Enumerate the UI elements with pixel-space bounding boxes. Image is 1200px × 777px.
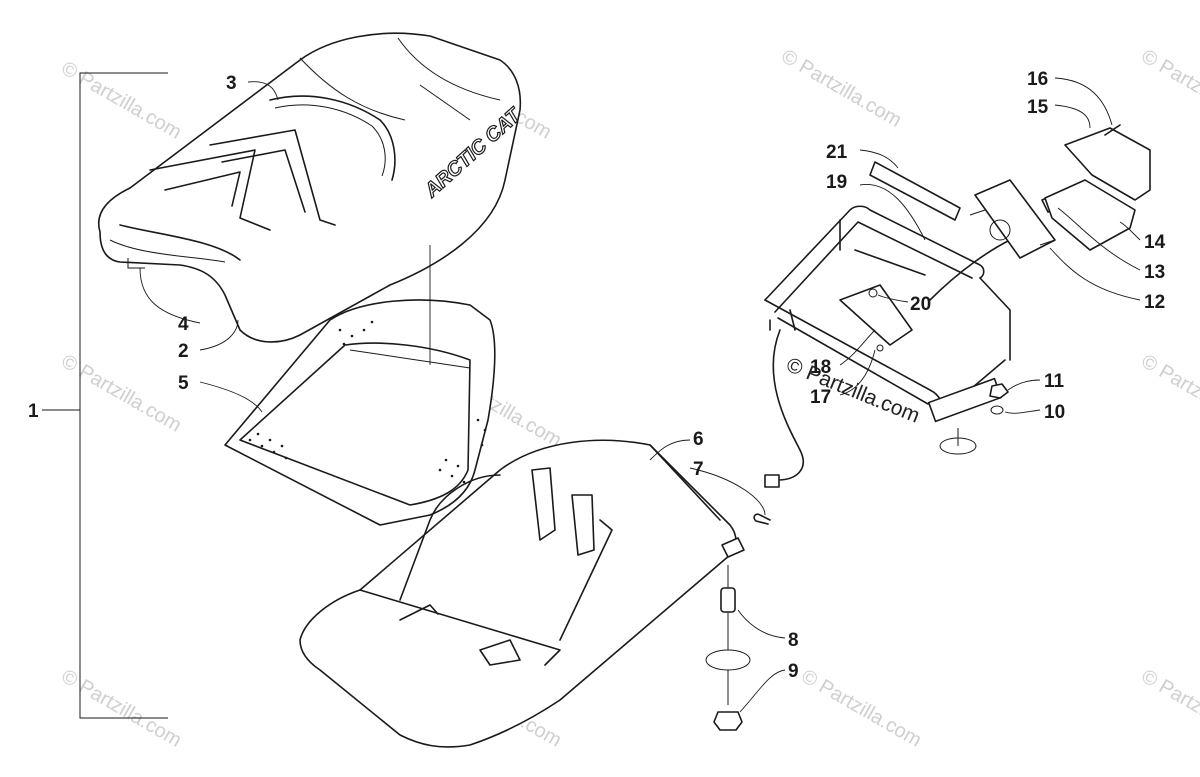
callout-13: 13 <box>1144 262 1165 283</box>
callout-1: 1 <box>28 401 39 422</box>
callout-12: 12 <box>1144 292 1165 313</box>
watermark: © Partzilla.com <box>798 665 926 751</box>
seat-foam <box>224 299 496 526</box>
watermark: © Partzilla.com <box>778 45 906 131</box>
watermark: © Partzilla.com <box>1138 45 1200 131</box>
callout-2: 2 <box>178 341 189 362</box>
nut-washer <box>939 383 1009 455</box>
taillight-cover <box>1064 127 1151 201</box>
callout-18: 18 <box>810 357 831 378</box>
callout-4: 4 <box>178 314 189 335</box>
decal <box>869 161 961 221</box>
bracket-plate <box>839 284 913 352</box>
watermark: © Partzilla.com <box>1138 665 1200 751</box>
callout-8: 8 <box>788 630 799 651</box>
lens <box>1044 179 1136 251</box>
taillight-housing <box>969 179 1056 259</box>
callout-14: 14 <box>1144 232 1166 253</box>
watermark: © Partzilla.com <box>58 350 186 436</box>
callout-16: 16 <box>1027 69 1048 90</box>
callout-labels: 1 2 3 4 5 6 7 8 9 10 11 12 13 14 15 16 1… <box>28 69 1166 682</box>
callout-10: 10 <box>1044 402 1065 423</box>
foam-dots <box>248 320 487 484</box>
watermark: © Partzilla.com <box>58 57 186 143</box>
rack-frame <box>764 205 1011 423</box>
callout-17: 17 <box>810 387 831 408</box>
callout-6: 6 <box>693 429 704 450</box>
seat-cover: ARCTIC CAT <box>98 32 527 343</box>
assembly-bracket <box>42 72 168 719</box>
callout-19: 19 <box>826 172 847 193</box>
screw <box>1104 124 1121 136</box>
callout-5: 5 <box>178 373 189 394</box>
callout-3: 3 <box>226 73 237 94</box>
seat-base <box>299 439 745 748</box>
callout-11: 11 <box>1044 371 1065 392</box>
watermark: © Partzilla.com <box>1138 350 1200 436</box>
washer <box>705 649 751 731</box>
watermark: © Partzilla.com <box>58 665 186 751</box>
leader-lines <box>139 77 1141 713</box>
strap <box>753 513 771 525</box>
callout-15: 15 <box>1027 97 1049 118</box>
callout-9: 9 <box>788 661 799 682</box>
wiring-harness <box>764 239 1011 488</box>
callout-7: 7 <box>693 459 704 480</box>
main-watermark: © Partzilla.com <box>783 353 923 427</box>
stud <box>720 565 736 650</box>
callout-21: 21 <box>826 142 848 163</box>
callout-20: 20 <box>910 294 931 315</box>
